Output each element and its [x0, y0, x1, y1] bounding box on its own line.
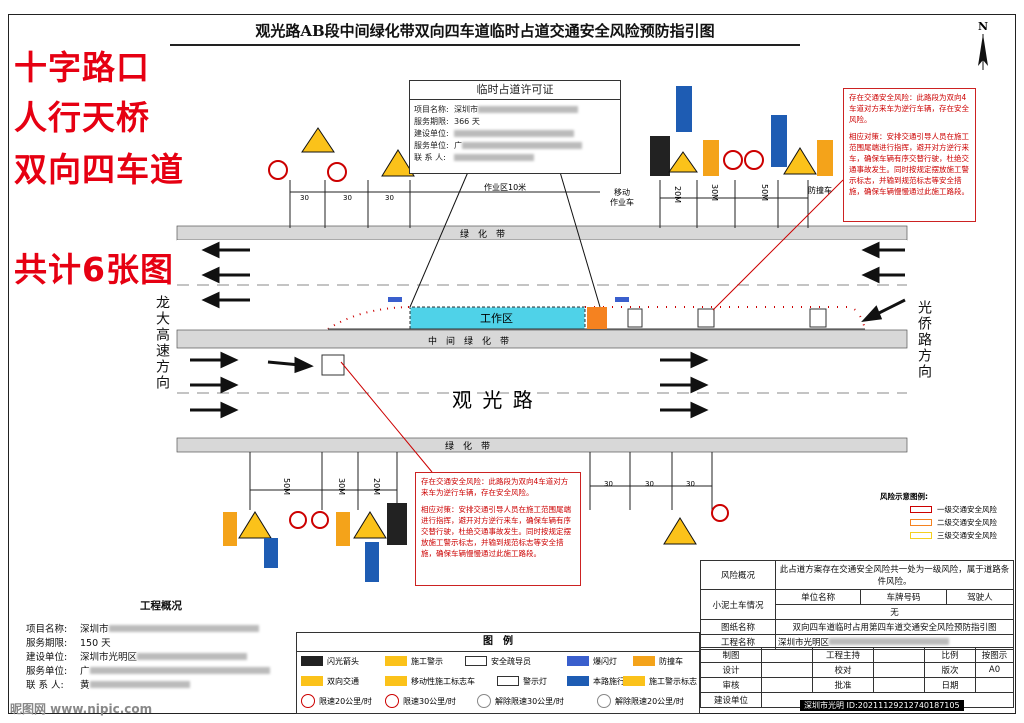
drawing-label: 图纸名称 [700, 619, 776, 635]
green-belt-top: 绿 化 带 [460, 230, 506, 240]
dim-top-5: 30M [710, 184, 719, 202]
truck-label: 小泥土车情况 [700, 589, 776, 620]
project-row: 建设单位:深圳市光明区 [26, 651, 296, 665]
promo-3: 双向四车道 [14, 150, 184, 189]
legend-item: 闪光箭头 [301, 653, 359, 669]
dim-top-4: 20M [673, 186, 682, 204]
legend-item: 警示灯 [497, 673, 547, 689]
dim-top-1: 30 [300, 194, 309, 202]
dim-bot-5: 30 [645, 480, 654, 488]
green-belt-middle: 中 间 绿 化 带 [428, 337, 510, 347]
dim-bot-1: 50M [282, 478, 291, 496]
promo-1: 十字路口 [14, 48, 150, 87]
legend-item: 解除限速20公里/时 [597, 693, 684, 709]
legend-box: 图 例 闪光箭头 施工警示 安全疏导员 爆闪灯 防撞车 双向交通 移动性施工标志… [296, 632, 700, 714]
legend-item: 双向交通 [301, 673, 359, 689]
legend-item: 限速30公里/时 [385, 693, 456, 709]
project-row: 服务单位:广 [26, 665, 296, 679]
svg-text:N: N [978, 20, 988, 33]
left-direction: 龙大高速方向 [154, 295, 170, 391]
permit-row: 服务单位:广 [410, 140, 620, 152]
mobile-vehicle-label: 移动作业车 [610, 188, 634, 207]
permit-box: 临时占道许可证 项目名称:深圳市 服务期限:366 天 建设单位: 服务单位:广… [409, 80, 621, 174]
dim-bot-4: 30 [604, 480, 613, 488]
project-overview: 工程概况 项目名称:深圳市 服务期限:150 天 建设单位:深圳市光明区 服务单… [26, 598, 296, 693]
right-direction: 光侨路方向 [916, 300, 932, 380]
project-row: 服务期限:150 天 [26, 638, 111, 649]
road-name: 观 光 路 [452, 388, 535, 412]
permit-heading: 临时占道许可证 [410, 81, 620, 100]
legend-item: 解除限速30公里/时 [477, 693, 564, 709]
risk-legend-item: 三级交通安全风险 [880, 529, 997, 542]
title-block: 风险概况此占道方案存在交通安全风险共一处为一级风险，属于道路条件风险。 小泥土车… [700, 560, 1015, 650]
legend-item: 本路施行 [567, 673, 625, 689]
permit-row: 建设单位: [410, 128, 620, 140]
work-length: 作业区10米 [484, 183, 527, 192]
risk-text: 此占道方案存在交通安全风险共一处为一级风险，属于道路条件风险。 [775, 560, 1014, 590]
project-row: 联 系 人:黄 [26, 679, 296, 693]
promo-4: 共计6张图 [14, 250, 174, 289]
risk-legend: 风险示意图例: 一级交通安全风险 二级交通安全风险 三级交通安全风险 [880, 490, 997, 542]
dim-bot-2: 30M [337, 478, 346, 496]
col-driver: 驾驶人 [945, 589, 1015, 605]
risk-legend-item: 一级交通安全风险 [880, 503, 997, 516]
legend-item: 安全疏导员 [465, 653, 531, 669]
dim-top-2: 30 [343, 194, 352, 202]
dim-top-3: 30 [385, 194, 394, 202]
legend-item: 施工警示标志 [623, 673, 697, 689]
truck-none: 无 [775, 604, 1014, 620]
risk-note-bottom: 存在交通安全风险：此路段为双向4车道对方来车为逆行车辆，存在安全风险。相应对策：… [415, 472, 581, 586]
dim-top-6: 50M [760, 184, 769, 202]
permit-row: 项目名称:深圳市 [410, 104, 620, 116]
risk-label: 风险概况 [700, 560, 776, 590]
north-arrow-icon: N [968, 20, 998, 75]
col-unit: 单位名称 [774, 589, 862, 605]
legend-item: 限速20公里/时 [301, 693, 372, 709]
promo-2: 人行天桥 [14, 98, 150, 137]
permit-row: 联 系 人: [410, 152, 620, 164]
permit-row: 服务期限:366 天 [414, 117, 480, 126]
risk-legend-title: 风险示意图例: [880, 492, 928, 501]
legend-item: 移动性施工标志车 [385, 673, 475, 689]
drawing-name: 双向四车道临时占用第四车道交通安全风险预防指引图 [775, 619, 1014, 635]
sign-row: 审核批准日期 [700, 677, 1014, 693]
legend-heading: 图 例 [297, 633, 699, 652]
risk-legend-item: 二级交通安全风险 [880, 516, 997, 529]
legend-item: 爆闪灯 [567, 653, 617, 669]
work-zone-label: 工作区 [480, 312, 513, 325]
risk-note-top: 存在交通安全风险：此路段为双向4车道对方来车为逆行车辆，存在安全风险。相应对策：… [843, 88, 976, 222]
legend-item: 防撞车 [633, 653, 683, 669]
green-belt-bottom: 绿 化 带 [445, 442, 491, 452]
dim-bot-6: 30 [686, 480, 695, 488]
watermark-id: 深圳市光明 ID:20211129212740187105 [800, 700, 964, 711]
project-row: 项目名称:深圳市 [26, 623, 296, 637]
page-title: 观光路AB段中间绿化带双向四车道临时占道交通安全风险预防指引图 [170, 18, 800, 46]
col-plate: 车牌号码 [860, 589, 947, 605]
anti-collision-label: 防撞车 [808, 186, 832, 195]
legend-item: 施工警示 [385, 653, 443, 669]
project-heading: 工程概况 [140, 600, 182, 612]
watermark: 昵图网 www.nipic.com [10, 702, 153, 716]
sign-row: 制图工程主持比例按图示 [700, 647, 1014, 663]
dim-bot-3: 20M [372, 478, 381, 496]
